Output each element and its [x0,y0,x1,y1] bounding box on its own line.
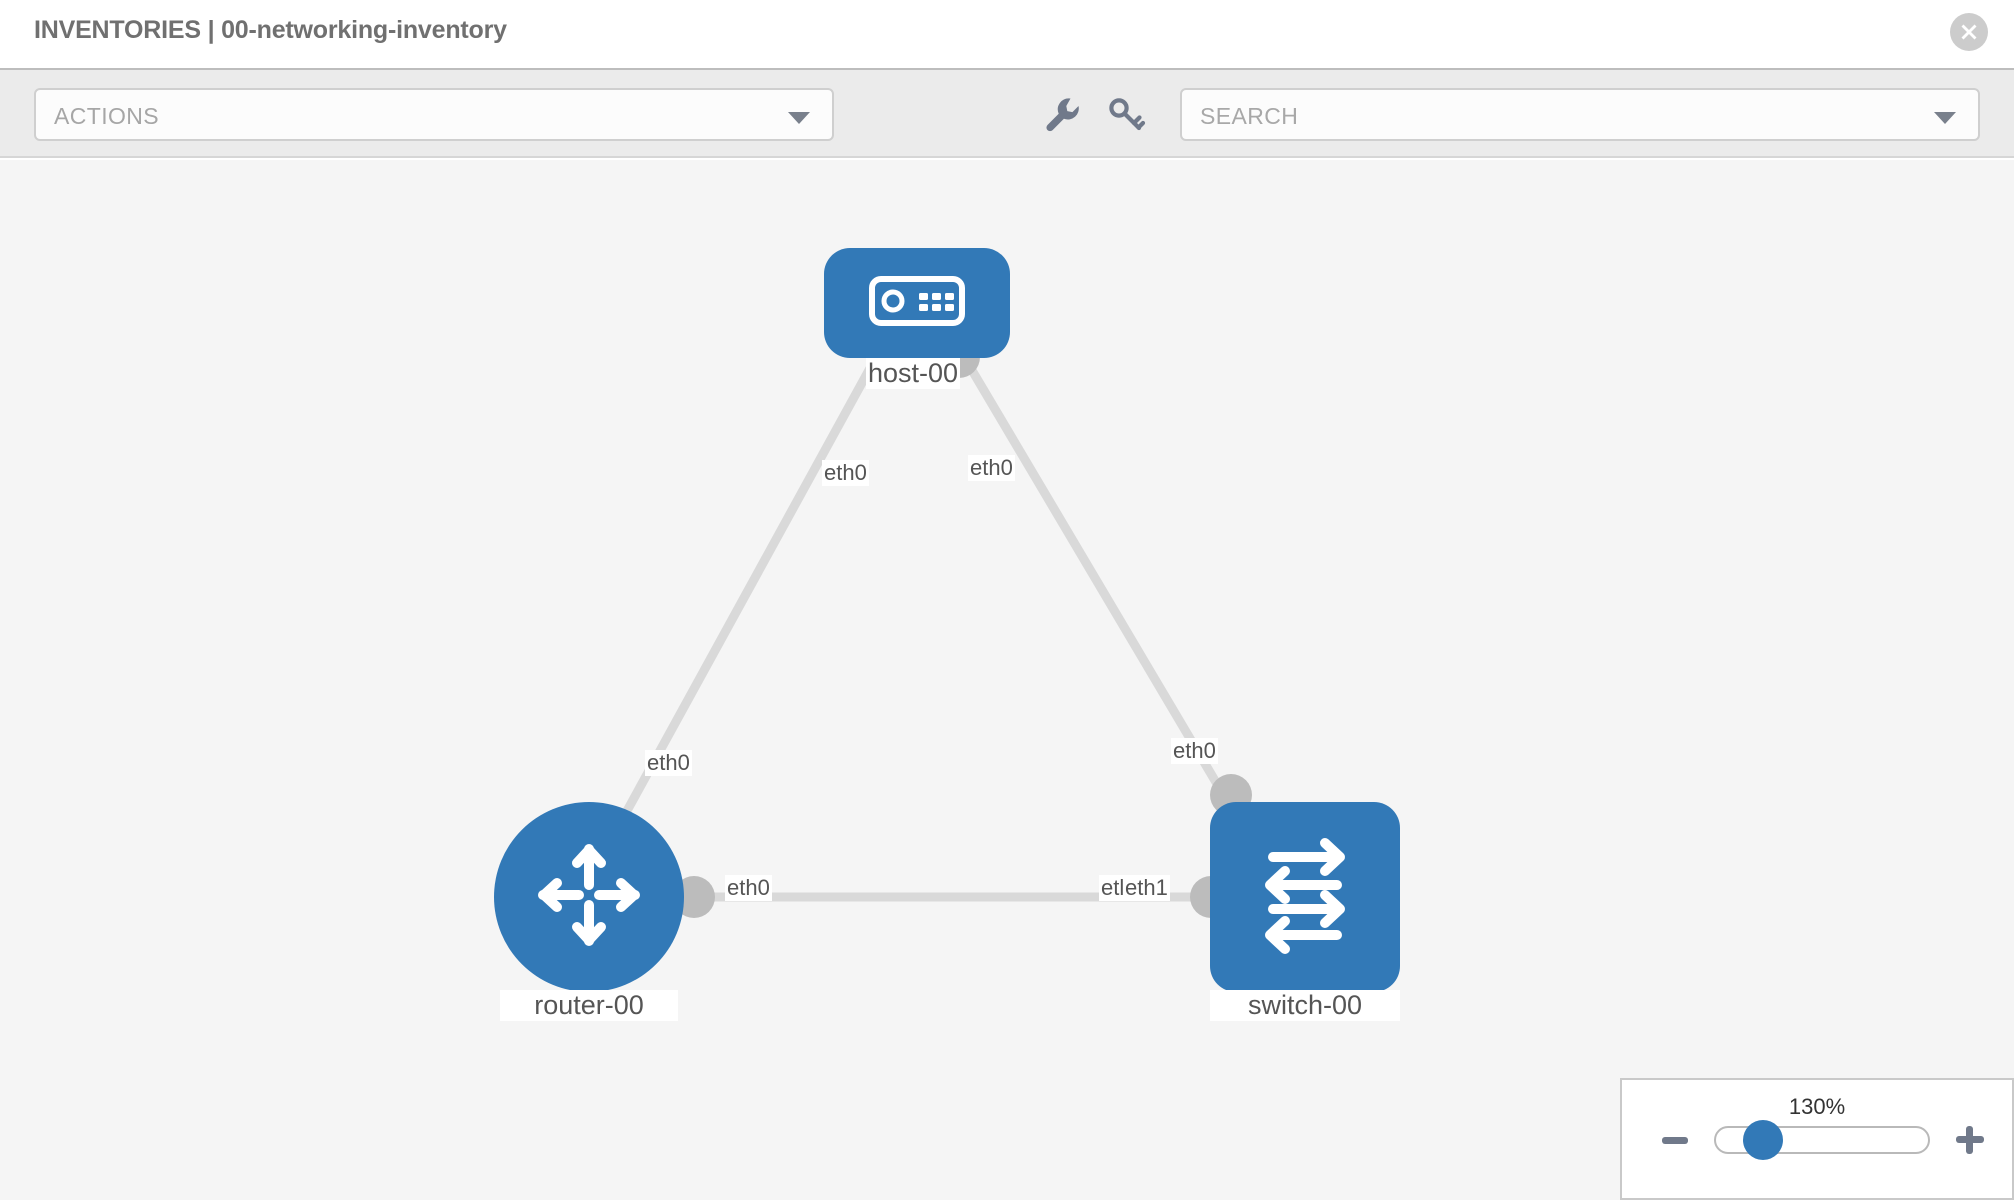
edge-host-router [595,345,885,865]
edge-label-switch-uplink: eth0 [1171,738,1218,764]
node-host-00-label: host-00 [866,358,961,389]
topology-canvas[interactable]: host-00 [0,160,2014,1200]
edge-label-host-left: eth0 [822,460,869,486]
key-icon[interactable] [1104,92,1148,136]
node-router-00-shape[interactable] [494,802,684,992]
topology-graph: host-00 [0,160,2014,1200]
edge-label-switch-truncated: etl [1099,875,1127,901]
router-icon [533,839,645,956]
close-button[interactable] [1950,13,1988,51]
edge-label-host-right: eth0 [968,455,1015,481]
edge-host-switch [955,345,1267,865]
chevron-down-icon [1934,112,1956,124]
edge-label-switch-eth1: eth1 [1123,875,1170,901]
actions-dropdown-label: ACTIONS [54,103,160,129]
node-host-00-shape[interactable] [824,248,1010,358]
switch-icon [1243,833,1367,962]
toolbar: ACTIONS SEARCH [0,68,2014,158]
plus-icon[interactable] [1956,1126,1984,1154]
zoom-slider-thumb[interactable] [1743,1120,1783,1160]
page-header: INVENTORIES | 00-networking-inventory [0,0,2014,68]
chevron-down-icon [788,112,810,124]
node-router-00[interactable]: router-00 [494,802,684,1021]
node-switch-00-shape[interactable] [1210,802,1400,992]
wrench-icon[interactable] [1040,92,1084,136]
search-placeholder: SEARCH [1200,103,1299,129]
page-title: INVENTORIES | 00-networking-inventory [34,16,507,44]
minus-icon[interactable] [1662,1137,1688,1144]
node-host-00[interactable]: host-00 [824,248,1010,389]
server-icon [869,275,965,331]
actions-dropdown[interactable]: ACTIONS [34,88,834,141]
edge-label-router-eth0: eth0 [725,875,772,901]
node-switch-00-label: switch-00 [1210,990,1400,1021]
node-switch-00[interactable]: switch-00 [1210,802,1400,1021]
zoom-level-label: 130% [1788,1094,1846,1119]
search-input[interactable]: SEARCH [1180,88,1980,141]
edge-label-router-uplink: eth0 [645,750,692,776]
zoom-control-panel: 130% [1620,1078,2014,1200]
node-router-00-label: router-00 [500,990,678,1021]
